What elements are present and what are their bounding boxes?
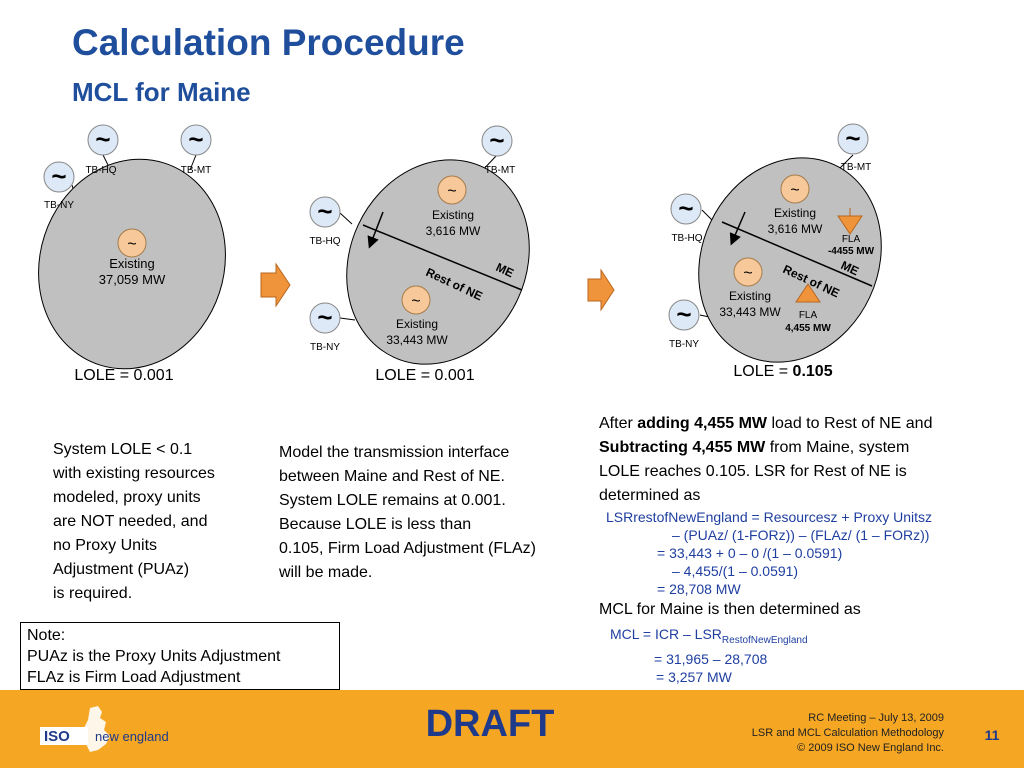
svg-text:~: ~: [676, 299, 691, 329]
generator-tb-ny: ~ TB-NY: [668, 299, 700, 350]
interface-line: [362, 224, 523, 291]
system-oval: [346, 159, 530, 365]
svg-text:new england: new england: [95, 729, 169, 744]
svg-text:~: ~: [51, 161, 66, 191]
page-number: 11: [984, 727, 1000, 743]
svg-text:4,455 MW: 4,455 MW: [785, 323, 831, 334]
flow-arrow-2: [587, 268, 615, 312]
middle-text-block: Model the transmission interface between…: [279, 444, 536, 581]
generator-tb-ny: ~ TB-NY: [43, 161, 75, 211]
svg-text:Existing: Existing: [109, 256, 155, 271]
svg-text:Existing: Existing: [774, 206, 816, 220]
svg-text:TB-NY: TB-NY: [669, 339, 699, 350]
svg-text:33,443 MW: 33,443 MW: [719, 305, 781, 319]
existing-rest-of-ne: ~ Existing 33,443 MW: [386, 285, 448, 347]
page-subtitle: MCL for Maine: [72, 77, 251, 107]
generator-tb-hq: ~ TB-HQ: [309, 196, 340, 247]
svg-text:TB-MT: TB-MT: [841, 162, 872, 173]
lsr-formula: LSRrestofNewEngland = Resourcesz + Proxy…: [606, 509, 933, 597]
stage-3: ~ TB-MT ~ TB-HQ ~ TB-NY ~ Existing 3,616…: [668, 123, 882, 380]
generator-tb-mt: ~ TB-MT: [481, 125, 516, 176]
existing-rest-of-ne: ~ Existing 33,443 MW: [719, 257, 781, 319]
footer-bar: [0, 690, 1024, 768]
svg-text:~: ~: [678, 193, 693, 223]
system-oval: [698, 157, 882, 363]
note-box: Note: PUAz is the Proxy Units Adjustment…: [20, 622, 340, 690]
svg-text:~: ~: [317, 196, 332, 226]
lole-label: LOLE = 0.105: [733, 363, 832, 380]
existing-resource: ~ Existing 37,059 MW: [99, 228, 166, 287]
generator-tb-mt: ~ TB-MT: [837, 123, 872, 173]
svg-text:3,616 MW: 3,616 MW: [426, 224, 481, 238]
svg-text:FLA: FLA: [842, 234, 861, 245]
svg-text:TB-HQ: TB-HQ: [309, 236, 340, 247]
left-text-block: System LOLE < 0.1 with existing resource…: [53, 441, 215, 602]
stage-1: ~ TB-HQ ~ TB-MT ~ TB-NY ~ Existing 37,05…: [38, 124, 226, 384]
existing-me: ~ Existing 3,616 MW: [768, 174, 823, 236]
generator-tb-ny: ~ TB-NY: [309, 302, 341, 353]
stage-2: ~ TB-MT ~ TB-HQ ~ TB-NY ~ Existing 3,616…: [309, 125, 530, 384]
system-oval: [38, 158, 226, 370]
svg-text:~: ~: [743, 265, 752, 282]
svg-text:Existing: Existing: [432, 208, 474, 222]
lole-label: LOLE = 0.001: [375, 367, 474, 384]
svg-text:~: ~: [127, 236, 136, 253]
mcl-formula: MCL = ICR – LSRRestofNewEngland = 31,965…: [610, 626, 808, 685]
svg-text:~: ~: [317, 302, 332, 332]
svg-text:~: ~: [489, 125, 504, 155]
svg-text:Existing: Existing: [729, 289, 771, 303]
svg-text:3,616 MW: 3,616 MW: [768, 222, 823, 236]
svg-text:Existing: Existing: [396, 317, 438, 331]
interface-arrow: [729, 211, 746, 246]
svg-text:TB-HQ: TB-HQ: [671, 233, 702, 244]
svg-text:FLA: FLA: [799, 310, 818, 321]
mcl-intro: MCL for Maine is then determined as: [599, 601, 861, 618]
svg-text:~: ~: [95, 124, 110, 154]
fla-rest-marker: FLA 4,455 MW: [785, 283, 831, 334]
draft-label: DRAFT: [425, 703, 555, 745]
svg-text:ISO: ISO: [44, 728, 70, 745]
existing-me: ~ Existing 3,616 MW: [426, 175, 481, 238]
svg-text:TB-MT: TB-MT: [485, 165, 516, 176]
page-title: Calculation Procedure: [72, 22, 465, 63]
generator-tb-mt: ~ TB-MT: [180, 124, 212, 176]
svg-text:TB-NY: TB-NY: [310, 342, 340, 353]
svg-text:~: ~: [790, 182, 799, 199]
right-text-block: After adding 4,455 MW load to Rest of NE…: [599, 415, 933, 504]
svg-text:33,443 MW: 33,443 MW: [386, 333, 448, 347]
me-region-label: ME: [494, 260, 516, 280]
generator-tb-hq: ~ TB-HQ: [85, 124, 119, 176]
svg-text:~: ~: [411, 293, 420, 310]
interface-line: [721, 221, 873, 287]
svg-text:TB-NY: TB-NY: [44, 200, 74, 211]
fla-me-marker: FLA -4455 MW: [828, 208, 875, 257]
svg-text:TB-MT: TB-MT: [181, 165, 212, 176]
lole-label: LOLE = 0.001: [74, 367, 173, 384]
generator-tb-hq: ~ TB-HQ: [670, 193, 703, 244]
svg-text:~: ~: [447, 183, 456, 200]
footer-meta: RC Meeting – July 13, 2009 LSR and MCL C…: [751, 712, 944, 754]
svg-text:TB-HQ: TB-HQ: [85, 165, 116, 176]
svg-text:~: ~: [845, 123, 860, 153]
flow-arrow-1: [260, 262, 291, 308]
svg-text:-4455 MW: -4455 MW: [828, 246, 875, 257]
me-region-label: ME: [839, 258, 861, 278]
svg-text:37,059 MW: 37,059 MW: [99, 272, 166, 287]
mcl-diagram: ~ TB-HQ ~ TB-MT ~ TB-NY ~ Existing 37,05…: [38, 123, 882, 384]
interface-arrow: [367, 211, 384, 249]
svg-text:~: ~: [188, 124, 203, 154]
iso-new-england-logo: ISO new england: [40, 706, 169, 752]
